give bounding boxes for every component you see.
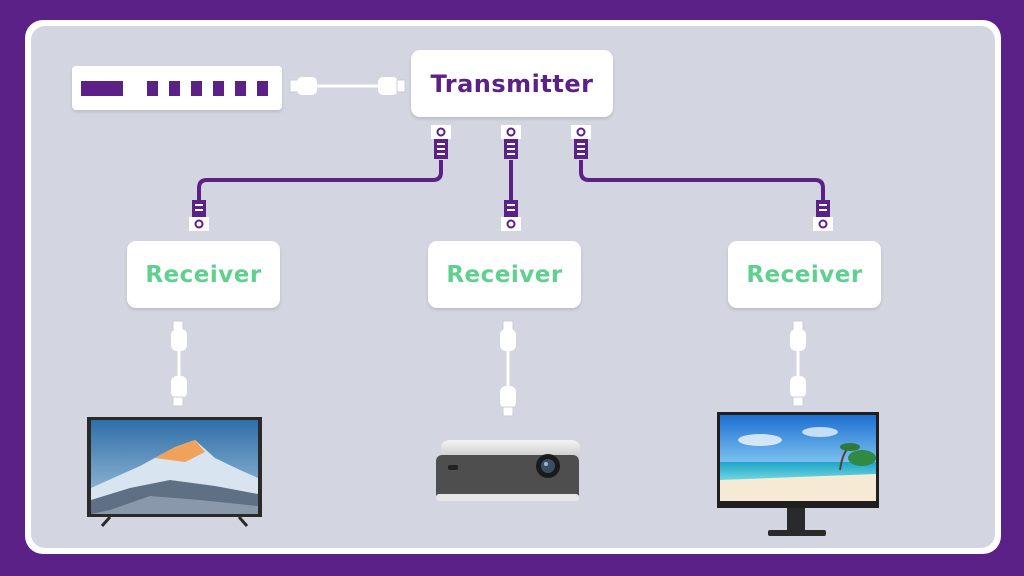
rj45-port-rx-2 — [501, 200, 521, 231]
rj45-port-tx-2 — [501, 125, 521, 159]
projector-icon — [436, 440, 580, 501]
receiver-label-2: Receiver — [446, 261, 563, 288]
source-device — [72, 66, 282, 110]
cat-cable-left — [197, 160, 443, 202]
hdmi-cable-rx-3 — [790, 320, 806, 407]
receiver-box-2: Receiver — [428, 241, 581, 308]
rj45-port-rx-1 — [189, 200, 209, 231]
source-ports-icon — [81, 81, 268, 96]
receiver-box-3: Receiver — [728, 241, 881, 308]
receiver-label-1: Receiver — [145, 261, 262, 288]
rj45-port-tx-3 — [571, 125, 591, 159]
transmitter-label: Transmitter — [430, 69, 594, 98]
hdmi-cable-source — [289, 77, 406, 95]
rj45-port-tx-1 — [431, 125, 451, 159]
cat-cable-right — [579, 160, 825, 202]
receiver-label-3: Receiver — [746, 261, 863, 288]
transmitter-box: Transmitter — [411, 50, 613, 117]
receiver-box-1: Receiver — [127, 241, 280, 308]
hdmi-cable-rx-2 — [500, 320, 516, 417]
rj45-port-rx-3 — [813, 200, 833, 231]
monitor-icon — [717, 412, 879, 536]
tv-icon — [87, 417, 262, 527]
hdmi-cable-rx-1 — [171, 320, 187, 407]
